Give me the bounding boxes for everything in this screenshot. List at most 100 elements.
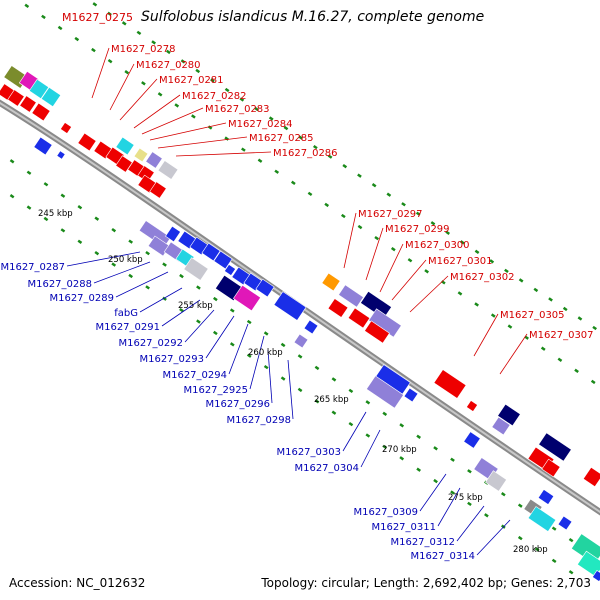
scale-label: 280 kbp <box>513 545 548 555</box>
forward-gene-label: M1627_0299 <box>385 224 450 235</box>
tick-mark <box>121 21 127 26</box>
gene-feature <box>165 225 181 243</box>
reverse-gene-label: M1627_0298 <box>226 415 291 426</box>
tick-mark <box>551 558 557 564</box>
forward-gene-label: M1627_0297 <box>358 209 423 220</box>
tick-mark <box>551 526 557 531</box>
forward-gene-leader-line <box>157 136 248 149</box>
gene-feature <box>60 122 72 134</box>
gene-feature <box>403 387 419 403</box>
tick-mark <box>533 287 539 293</box>
reverse-gene-leader-line <box>249 335 265 390</box>
tick-mark <box>348 421 354 427</box>
tick-mark <box>327 154 333 159</box>
tick-mark <box>399 456 405 461</box>
tick-mark <box>562 306 568 312</box>
tick-mark <box>111 262 117 267</box>
tick-mark <box>484 513 489 518</box>
reverse-gene-leader-line <box>287 359 294 420</box>
gene-feature <box>527 506 557 532</box>
tick-mark <box>180 59 186 64</box>
tick-mark <box>312 144 318 150</box>
tick-mark <box>246 319 252 325</box>
gene-feature <box>31 102 51 122</box>
tick-mark <box>331 410 337 415</box>
tick-mark <box>26 205 32 210</box>
tick-mark <box>43 216 49 222</box>
tick-mark <box>490 313 496 318</box>
scale-label: 260 kbp <box>248 348 283 358</box>
tick-mark <box>162 262 167 267</box>
tick-mark <box>445 230 450 235</box>
forward-gene-leader-line <box>149 122 227 141</box>
forward-gene-leader-line <box>119 78 158 121</box>
gene-feature <box>293 333 309 349</box>
reverse-gene-label: M1627_0303 <box>276 447 341 458</box>
tick-mark <box>430 221 436 226</box>
tick-mark <box>518 278 524 283</box>
tick-mark <box>467 469 472 474</box>
reverse-gene-leader-line <box>476 519 511 556</box>
tick-mark <box>26 170 32 175</box>
forward-gene-label: M1627_0280 <box>136 60 201 71</box>
gene-feature <box>360 290 392 320</box>
tick-mark <box>357 224 363 230</box>
reverse-gene-leader-line <box>205 315 235 359</box>
tick-mark <box>263 331 269 336</box>
tick-mark <box>195 68 201 74</box>
tick-mark <box>517 535 523 541</box>
gene-feature <box>463 431 481 449</box>
gene-feature <box>255 278 275 298</box>
tick-mark <box>331 377 337 382</box>
tick-mark <box>474 302 479 307</box>
tick-mark <box>433 446 438 451</box>
forward-gene-label: M1627_0301 <box>428 256 493 267</box>
reverse-gene-label: M1627_0287 <box>0 262 65 273</box>
tick-mark <box>534 547 540 552</box>
reverse-gene-leader-line <box>139 287 183 313</box>
topology-text: Topology: circular; Length: 2,692,402 bp… <box>261 576 591 590</box>
tick-mark <box>399 423 405 428</box>
forward-gene-leader-line <box>473 313 499 357</box>
tick-mark <box>107 58 113 64</box>
reverse-gene-leader-line <box>228 323 249 375</box>
gene-feature <box>201 242 221 262</box>
tick-mark <box>94 216 100 221</box>
gene-feature <box>347 307 371 329</box>
gene-feature <box>77 132 97 152</box>
tick-mark <box>179 273 184 279</box>
tick-mark <box>213 296 218 302</box>
accession-text: Accession: NC_012632 <box>9 576 146 590</box>
tick-mark <box>548 297 553 302</box>
tick-mark <box>77 239 83 244</box>
tick-mark <box>9 194 15 199</box>
tick-mark <box>24 3 30 9</box>
tick-mark <box>92 2 98 7</box>
tick-mark <box>577 316 583 321</box>
gene-feature <box>56 150 66 160</box>
scale-label: 255 kbp <box>178 301 213 311</box>
tick-mark <box>307 191 313 197</box>
tick-mark <box>74 36 80 42</box>
tick-mark <box>590 379 596 385</box>
tick-mark <box>568 537 574 543</box>
tick-mark <box>145 285 150 290</box>
tick-mark <box>365 433 371 438</box>
reverse-gene-leader-line <box>342 411 367 452</box>
tick-mark <box>474 249 480 255</box>
tick-mark <box>386 192 392 197</box>
scale-label: 270 kbp <box>382 445 417 455</box>
reverse-gene-leader-line <box>93 261 151 284</box>
reverse-gene-leader-line <box>267 349 273 404</box>
tick-mark <box>416 467 421 472</box>
gene-feature <box>576 550 600 578</box>
gene-feature <box>541 458 561 478</box>
forward-gene-label: M1627_0305 <box>500 310 565 321</box>
forward-gene-leader-line <box>109 63 135 111</box>
reverse-gene-label: M1627_2925 <box>183 385 248 396</box>
reverse-gene-label: M1627_0289 <box>49 293 114 304</box>
tick-mark <box>365 400 371 405</box>
reverse-gene-leader-line <box>456 505 485 542</box>
tick-mark <box>390 247 396 252</box>
